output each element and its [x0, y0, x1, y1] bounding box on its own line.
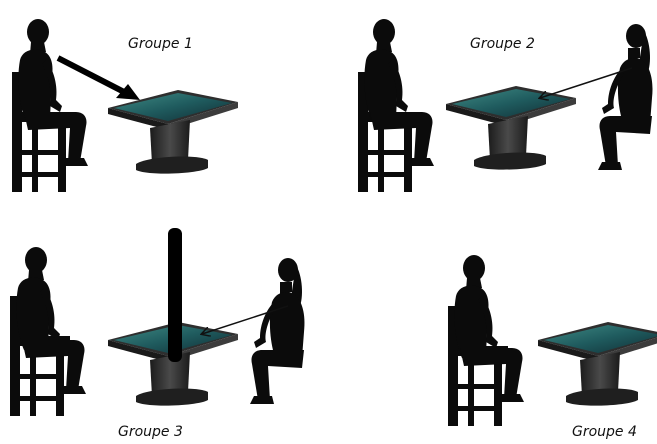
group-2-label: Groupe 2 [470, 36, 535, 52]
group-1-label: Groupe 1 [128, 36, 193, 52]
group-3-divider-panel [168, 228, 182, 362]
group-3-label: Groupe 3 [118, 424, 183, 440]
group-1-arrow [56, 55, 134, 99]
group-2-arrow [540, 67, 633, 98]
group-3-arrow [202, 305, 289, 334]
group-1-arrowhead [116, 84, 140, 100]
group-1-illustration [12, 19, 238, 192]
group-2-illustration [358, 19, 653, 192]
group-4-label: Groupe 4 [572, 424, 637, 440]
group-4-illustration [448, 255, 657, 426]
group-3-illustration [10, 228, 305, 416]
